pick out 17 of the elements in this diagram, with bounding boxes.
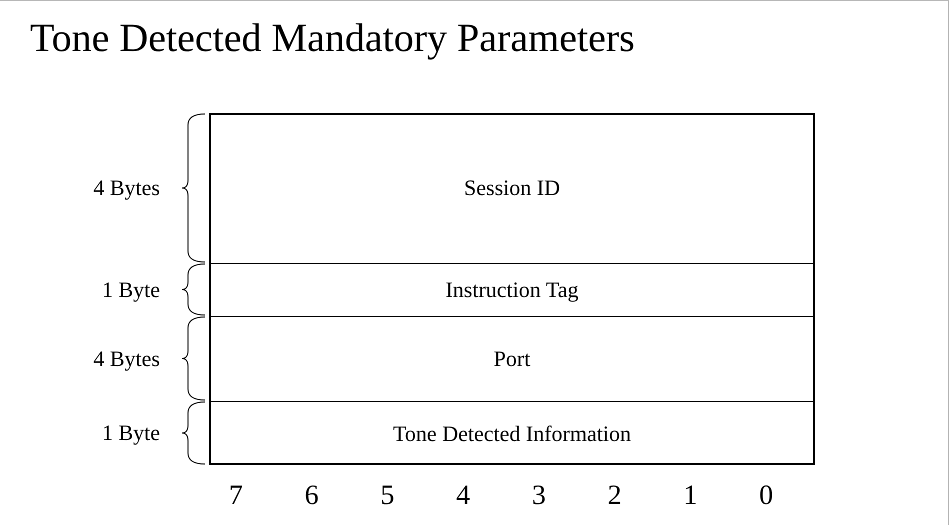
bit-number: 1 [683, 480, 698, 512]
byte-size-label: 1 Byte [102, 276, 160, 302]
byte-size-label: 4 Bytes [93, 175, 160, 201]
field-name: Port [494, 346, 530, 372]
bit-number: 2 [608, 480, 622, 512]
bit-number: 7 [228, 480, 243, 512]
byte-size-label: 1 Byte [102, 420, 160, 446]
diagram-title: Tone Detected Mandatory Parameters [30, 14, 635, 61]
bit-number: 4 [456, 480, 470, 512]
bit-number: 3 [532, 480, 546, 512]
bit-number: 6 [304, 480, 319, 512]
field-name: Session ID [464, 175, 560, 201]
field-name: Instruction Tag [445, 277, 579, 303]
bit-number: 5 [380, 480, 394, 512]
byte-size-label: 4 Bytes [93, 346, 160, 372]
field-name: Tone Detected Information [393, 420, 631, 446]
bit-number: 0 [759, 480, 774, 512]
